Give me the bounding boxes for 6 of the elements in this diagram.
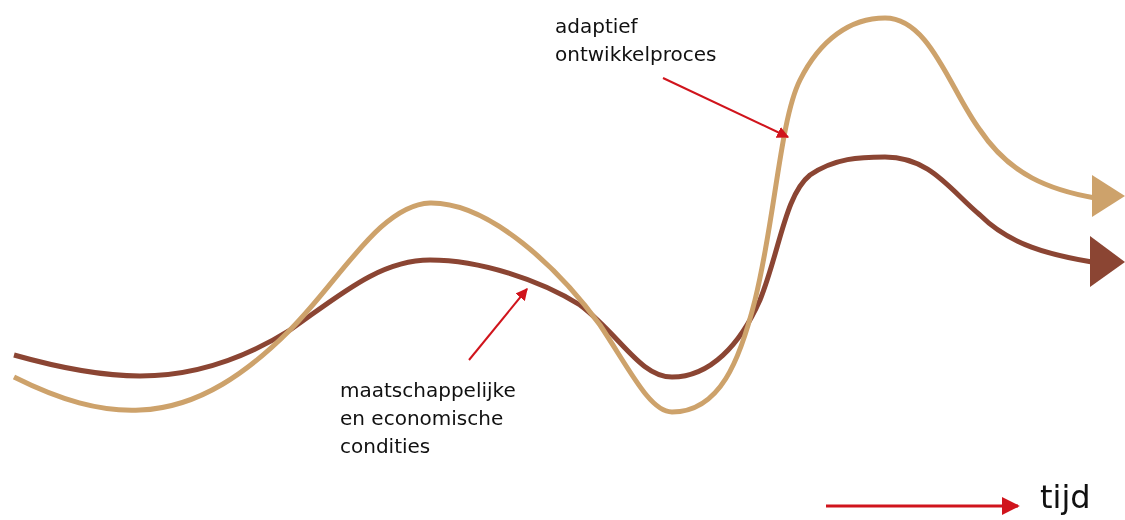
callout-text: maatschappelijke en economische condities xyxy=(340,376,540,460)
leader-line xyxy=(662,77,790,138)
leader-line xyxy=(468,288,528,361)
axis-label: tijd xyxy=(1040,478,1091,516)
curve xyxy=(13,154,1125,380)
callout-text: adaptief ontwikkelproces xyxy=(555,12,765,68)
